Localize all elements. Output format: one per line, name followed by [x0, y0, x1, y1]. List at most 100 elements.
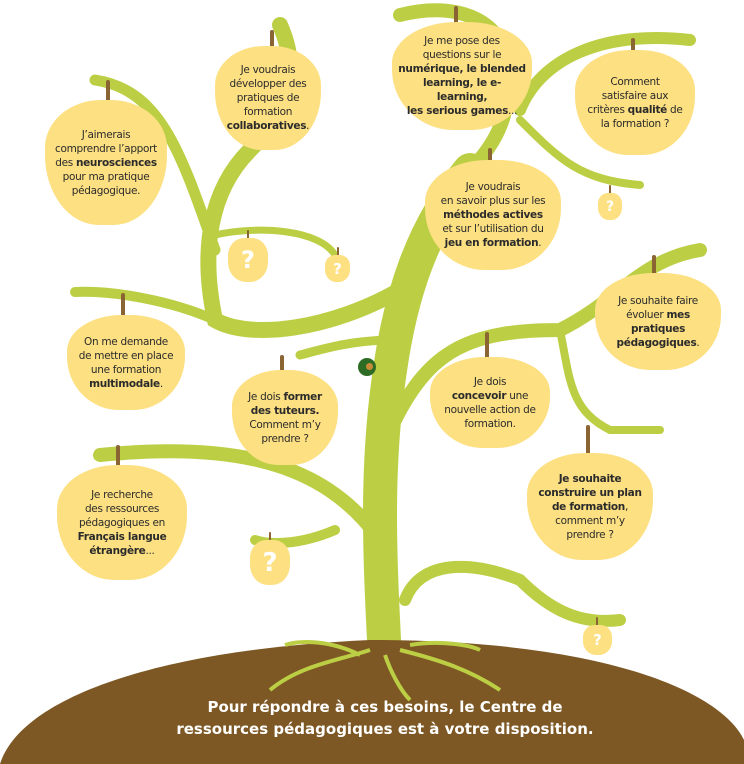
bold-text: collaboratives [226, 120, 307, 132]
bold-text: de formation [551, 500, 625, 513]
apple-stem [596, 617, 598, 627]
apple-text-line: comprendre l’apport [55, 142, 157, 156]
bold-text: méthodes actives [443, 209, 543, 221]
apple-stem [609, 185, 611, 195]
text: satisfaire aux [601, 89, 669, 102]
text: Je voudrais [240, 64, 296, 76]
bold-text: neurosciences [75, 156, 157, 169]
text: Je me pose des [424, 35, 500, 47]
apple-text-line: comment m’y [538, 514, 641, 528]
caption-line-1: Pour répondre à ces besoins, le Centre d… [207, 698, 563, 716]
apple-text-line: pratiques de [227, 91, 309, 105]
apple-text-line: des ressources [78, 502, 167, 516]
apple-text-line: concevoir une [444, 389, 535, 403]
text: Je voudrais [465, 181, 521, 193]
bold-text: numérique, le blended [398, 63, 526, 75]
apple-text-line: jeu en formation. [441, 236, 546, 250]
apple-text-line: Je souhaite [538, 472, 641, 486]
text: comment m’y [555, 514, 625, 527]
apple-stem [121, 293, 125, 323]
apple-text-line: des neurosciences [55, 156, 157, 170]
apple-text-line: On me demande [79, 335, 174, 349]
text: des ressources [84, 502, 160, 515]
apple-stem [280, 355, 284, 378]
apple-text-line: construire un plan [538, 486, 642, 500]
apple-stem [116, 445, 120, 473]
apple-stem [337, 247, 339, 257]
text: en savoir plus sur les [440, 195, 546, 207]
bold-text: learning, le e-learning, [422, 77, 502, 103]
question-apple: ? [325, 255, 350, 282]
apple-text-line: collaboratives. [226, 119, 310, 133]
text: Je souhaite faire [618, 294, 698, 307]
text: de [667, 103, 683, 116]
apple-text-line: prendre ? [248, 432, 322, 446]
apple-text-line: satisfaire aux [587, 89, 682, 103]
text: des [55, 156, 76, 169]
text: questions sur le [422, 49, 502, 61]
apple-text-line: pédagogique. [55, 184, 157, 198]
text: la formation ? [600, 117, 670, 130]
apple-text-line: méthodes actives [441, 208, 546, 222]
text: et sur l’utilisation du [442, 223, 544, 235]
apple-text-line: Français langue [78, 530, 167, 544]
apple-text-line: étrangère... [78, 544, 167, 558]
apple-text-line: pratiques [617, 322, 700, 336]
caption-line-2: ressources pédagogiques est à votre disp… [176, 720, 594, 738]
text: critères [587, 103, 628, 116]
apple-text-line: prendre ? [538, 528, 641, 542]
apple-methodes-actives: Je voudrais en savoir plus sur les méthode… [425, 160, 561, 270]
bold-text: former [283, 390, 322, 403]
apple-text-line: Je dois former [248, 390, 322, 404]
bold-text: construire un plan [538, 486, 642, 499]
bold-text: étrangère [89, 544, 146, 557]
apple-text-line: J’aimerais [55, 128, 157, 142]
apple-text-line: la formation ? [587, 117, 682, 131]
text: Comment m’y [249, 418, 321, 431]
apple-text-line: Je voudrais [441, 180, 546, 194]
text: On me demande [84, 335, 168, 348]
text: Je dois [248, 390, 284, 403]
apple-text-line: Je dois [444, 375, 535, 389]
apple-text-line: multimodale. [79, 377, 174, 391]
apple-numerique: Je me pose des questions sur le numérique,… [392, 22, 532, 130]
text: Je recherche [91, 488, 153, 501]
roots [268, 640, 502, 702]
apple-stem [485, 332, 489, 365]
apple-text-line: les serious games... [398, 104, 526, 118]
bold-text: pratiques [630, 322, 686, 335]
text: pédagogique. [71, 184, 141, 197]
apple-text-line: pédagogiques en [78, 516, 167, 530]
apple-text-line: de mettre en place [79, 349, 174, 363]
text: évoluer [626, 308, 667, 321]
text: . [696, 336, 700, 349]
text: ... [145, 544, 155, 557]
apple-stem [106, 80, 110, 108]
bold-text: Je souhaite [558, 472, 622, 485]
text: , [624, 500, 629, 513]
text: une [506, 389, 529, 402]
apple-text-line: des tuteurs. [248, 404, 322, 418]
apple-stem [586, 425, 590, 461]
text: Je dois [473, 375, 507, 388]
text: prendre ? [261, 432, 309, 445]
apple-text-line: de formation, [538, 500, 641, 514]
apple-text-line: numérique, le blended [398, 62, 526, 76]
question-apple: ? [598, 193, 622, 220]
text: prendre ? [566, 528, 614, 541]
